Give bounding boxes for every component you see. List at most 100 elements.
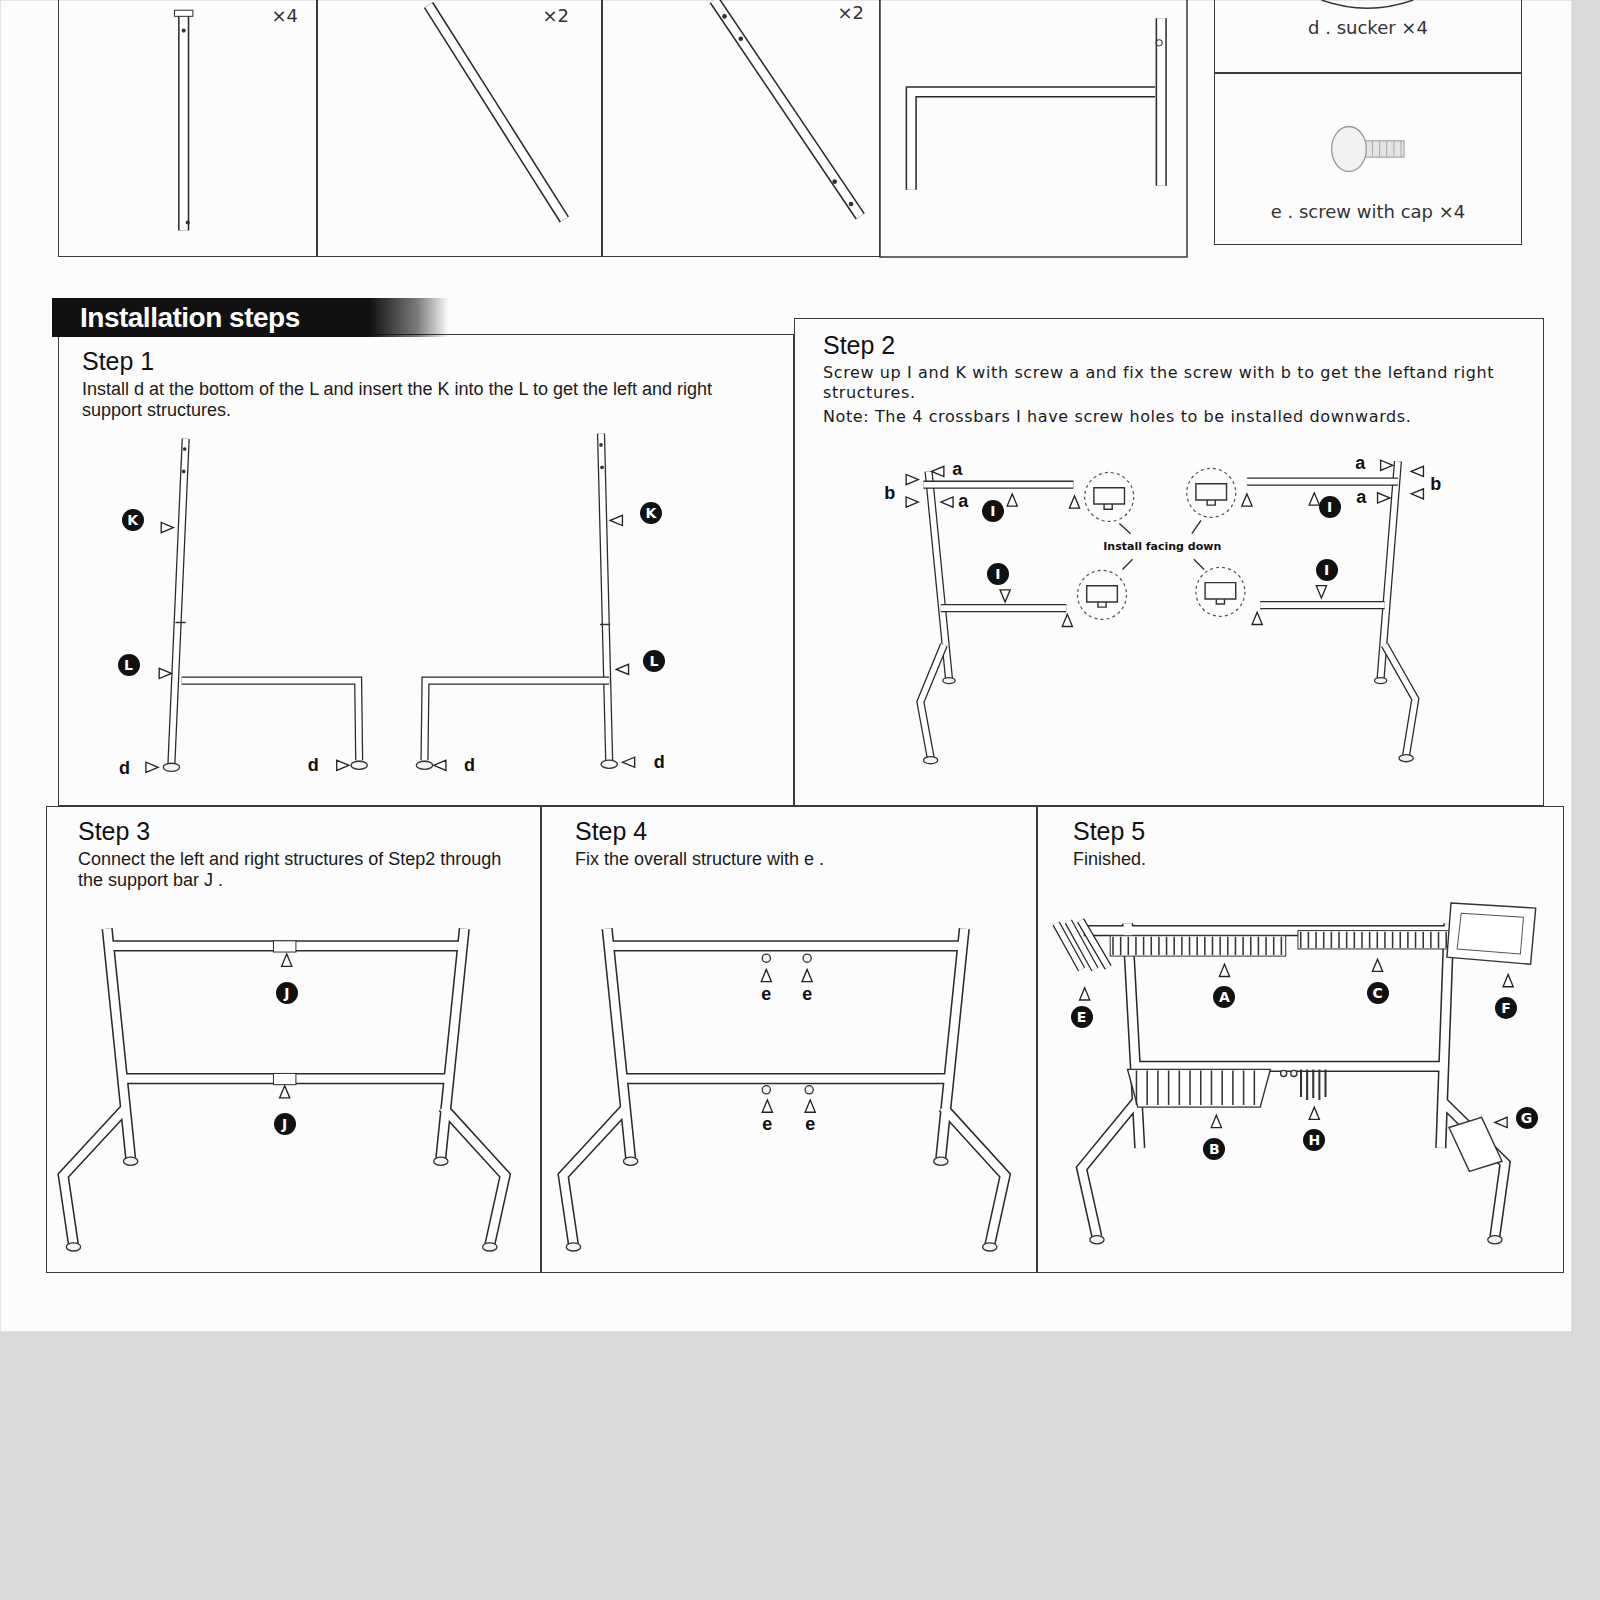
sucker-icon xyxy=(1321,0,1413,8)
part-letter: a xyxy=(1355,453,1365,474)
screw-symbol xyxy=(761,954,815,1112)
screw-icon xyxy=(1372,141,1401,157)
part-letter: d xyxy=(119,758,130,779)
callout-letter: I xyxy=(1319,496,1341,518)
part-bar xyxy=(174,0,1162,231)
callout-arrow xyxy=(906,460,1423,626)
callout-arrow xyxy=(941,497,953,507)
finished-rack xyxy=(1447,903,1536,964)
rack-frame xyxy=(934,1157,948,1165)
part-letter: d xyxy=(308,755,319,776)
part-letter: e xyxy=(805,1114,815,1135)
side-frame xyxy=(920,645,943,757)
part-bar xyxy=(849,202,854,207)
finished-rack xyxy=(1090,1236,1104,1244)
screw-icon xyxy=(1365,141,1404,157)
step-heading: Step 2 xyxy=(823,331,1523,360)
part-panel: e . screw with cap ×4 xyxy=(1214,73,1522,245)
screw-symbol xyxy=(762,1100,772,1112)
side-frame xyxy=(941,605,1067,611)
callout-arrow xyxy=(616,664,628,674)
step-panel: Step 4Fix the overall structure with e . xyxy=(541,806,1037,1273)
part-letter: b xyxy=(1430,473,1441,494)
step-heading: Step 1 xyxy=(82,347,773,376)
detail-circle xyxy=(1205,583,1236,604)
callout-arrow xyxy=(1242,494,1252,506)
panel-text: Screw up I and K with screw a and fix th… xyxy=(823,363,1523,404)
finished-rack xyxy=(1488,1236,1502,1244)
part-panel: d . sucker ×4 xyxy=(1214,0,1522,73)
finished-rack xyxy=(1298,931,1471,949)
panel-text: ×2 xyxy=(318,5,569,26)
screw-symbol xyxy=(762,954,770,962)
callout-letter: H xyxy=(1303,1129,1325,1151)
callout-letter: G xyxy=(1516,1107,1538,1129)
finished-rack xyxy=(1449,1117,1502,1171)
rack-frame xyxy=(282,954,292,966)
finished-rack xyxy=(1219,964,1229,976)
side-frame xyxy=(424,681,609,761)
screw-symbol xyxy=(802,969,812,981)
finished-rack xyxy=(1082,923,1505,1236)
callout-arrow xyxy=(932,466,944,476)
panel-text: Connect the left and right structures of… xyxy=(78,849,520,891)
step-heading: Step 5 xyxy=(1073,817,1513,846)
part-bar xyxy=(738,36,743,41)
panel-text: Install d at the bottom of the L and ins… xyxy=(82,379,773,421)
detail-circle xyxy=(1085,472,1134,521)
callout-arrow xyxy=(622,757,634,767)
finished-rack xyxy=(1136,1070,1264,1105)
panel-text: e . screw with cap ×4 xyxy=(1225,201,1511,222)
panel-text: d . sucker ×4 xyxy=(1225,17,1511,38)
side-frame xyxy=(923,481,1073,489)
rack-frame xyxy=(563,929,1005,1245)
step-panel: Step 5 Finished. xyxy=(1037,806,1564,1273)
side-frame xyxy=(176,622,611,624)
rack-frame xyxy=(983,1243,997,1251)
side-frame xyxy=(1247,479,1398,485)
part-bar xyxy=(911,92,1155,190)
panel-text: Finished. xyxy=(1073,849,1513,870)
callout-letter: I xyxy=(987,563,1009,585)
callout-letter: A xyxy=(1213,986,1235,1008)
callout-arrow xyxy=(610,515,622,525)
callout-letter: I xyxy=(1316,559,1338,581)
side-frame xyxy=(1260,602,1384,608)
callout-letter: J xyxy=(276,982,298,1004)
detail-note: Install facing down xyxy=(1101,538,1223,553)
callout-arrow xyxy=(161,522,173,532)
finished-rack xyxy=(1495,1117,1507,1127)
finished-rack xyxy=(1056,920,1108,969)
rack-frame xyxy=(563,929,1005,1251)
part-letter: d xyxy=(654,752,665,773)
callout-arrow xyxy=(1411,466,1423,476)
side-frame xyxy=(920,645,943,757)
callout-arrow xyxy=(1381,460,1393,470)
side-frame xyxy=(163,763,179,771)
rack-frame xyxy=(566,1243,580,1251)
callout-arrow xyxy=(1062,614,1072,626)
screw-icon xyxy=(1332,127,1404,172)
rack-frame xyxy=(273,941,295,952)
side-frame xyxy=(163,434,617,772)
callout-letter: E xyxy=(1071,1006,1093,1028)
finished-rack xyxy=(1503,974,1513,986)
side-frame xyxy=(1374,678,1386,684)
finished-rack xyxy=(1082,923,1505,1236)
part-bar xyxy=(832,179,837,184)
callout-letter: I xyxy=(982,500,1004,522)
part-bar xyxy=(911,92,1155,190)
side-frame xyxy=(1399,755,1413,762)
finished-rack xyxy=(1211,1115,1221,1127)
finished-rack xyxy=(1056,903,1536,1244)
part-bar xyxy=(1156,40,1162,46)
screw-symbol xyxy=(762,1086,770,1094)
sucker-icon xyxy=(1321,0,1413,8)
side-frame xyxy=(1385,645,1416,755)
side-frame xyxy=(424,681,609,761)
callout-letter: F xyxy=(1495,997,1517,1019)
part-panel: ×4 xyxy=(58,0,317,257)
side-frame xyxy=(1385,645,1416,755)
